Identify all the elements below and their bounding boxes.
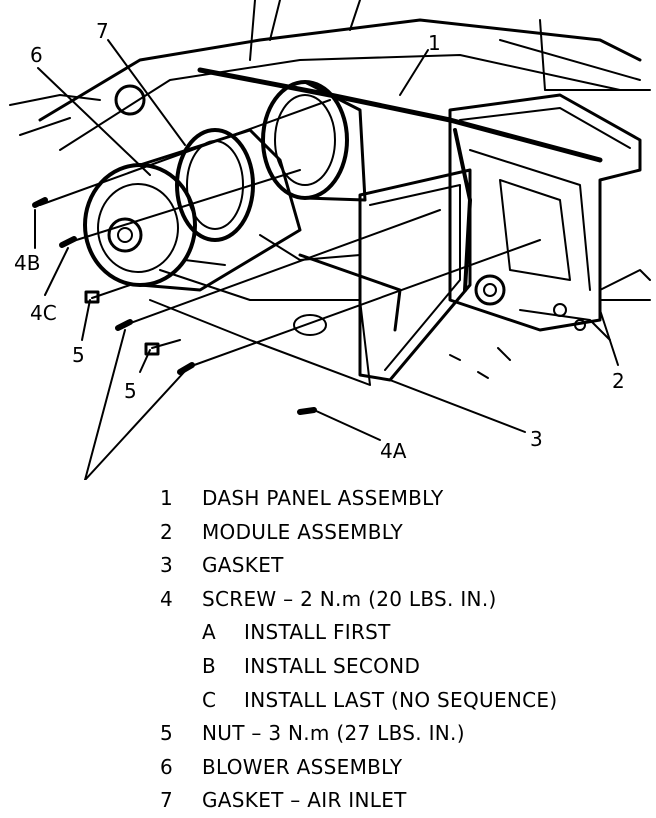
legend-letter: A	[202, 620, 216, 645]
legend-text: MODULE ASSEMBLY	[202, 519, 404, 544]
legend-number: 3	[160, 553, 174, 578]
callout-7: 7	[96, 19, 109, 43]
callout-4a: 4A	[380, 439, 407, 463]
legend-item-1: 1 DASH PANEL ASSEMBLY	[160, 482, 650, 516]
blower-module-exploded-view: 1 2 3 4A 4B 4C 4C 5 5 6 7	[9, 0, 651, 480]
legend-text: INSTALL SECOND	[244, 653, 421, 678]
callout-6: 6	[30, 43, 43, 67]
legend-subitem-c: C INSTALL LAST (NO SEQUENCE)	[160, 684, 650, 718]
callout-2: 2	[612, 369, 625, 393]
legend-number: 5	[160, 721, 174, 746]
callout-5-lower: 5	[124, 379, 137, 403]
nut-5-lower	[144, 342, 160, 356]
dash-panel-assembly	[9, 0, 651, 163]
screw-4b	[32, 197, 48, 208]
legend-letter: B	[202, 653, 217, 678]
screw-4a	[297, 407, 317, 415]
callout-labels: 1 2 3 4A 4B 4C 4C 5 5 6 7	[14, 19, 625, 463]
screw-4c-upper	[59, 236, 77, 248]
legend-item-7: 7 GASKET – AIR INLET	[160, 784, 650, 818]
legend-number: 4	[160, 586, 174, 611]
gasket	[358, 168, 472, 382]
legend-text: DASH PANEL ASSEMBLY	[202, 486, 444, 510]
module-assembly	[448, 93, 651, 341]
legend-subitem-b: B INSTALL SECOND	[160, 650, 650, 684]
legend-item-2: 2 MODULE ASSEMBLY	[160, 516, 650, 550]
legend-item-3: 3 GASKET	[160, 549, 650, 583]
legend-text: INSTALL LAST (NO SEQUENCE)	[244, 687, 558, 712]
legend-number: 1	[160, 486, 174, 510]
legend-item-6: 6 BLOWER ASSEMBLY	[160, 751, 650, 785]
legend-text: GASKET – AIR INLET	[202, 788, 407, 813]
legend-text: NUT – 3 N.m (27 LBS. IN.)	[202, 721, 465, 746]
legend-item-4: 4 SCREW – 2 N.m (20 LBS. IN.)	[160, 583, 650, 617]
callout-4c-upper: 4C	[30, 301, 57, 325]
legend-text: INSTALL FIRST	[244, 620, 391, 645]
legend-text: BLOWER ASSEMBLY	[202, 754, 403, 779]
callout-3: 3	[530, 427, 543, 451]
legend-number: 2	[160, 519, 174, 544]
legend-number: 6	[160, 754, 174, 779]
legend-item-5: 5 NUT – 3 N.m (27 LBS. IN.)	[160, 717, 650, 751]
callout-5-upper: 5	[72, 343, 85, 367]
legend-number: 7	[160, 788, 174, 813]
callout-4b: 4B	[14, 251, 40, 275]
legend-text: GASKET	[202, 553, 284, 578]
legend-letter: C	[202, 687, 217, 712]
callout-1: 1	[428, 31, 441, 55]
leader-lines	[34, 39, 619, 480]
legend-text: SCREW – 2 N.m (20 LBS. IN.)	[202, 586, 497, 611]
legend-subitem-a: A INSTALL FIRST	[160, 616, 650, 650]
